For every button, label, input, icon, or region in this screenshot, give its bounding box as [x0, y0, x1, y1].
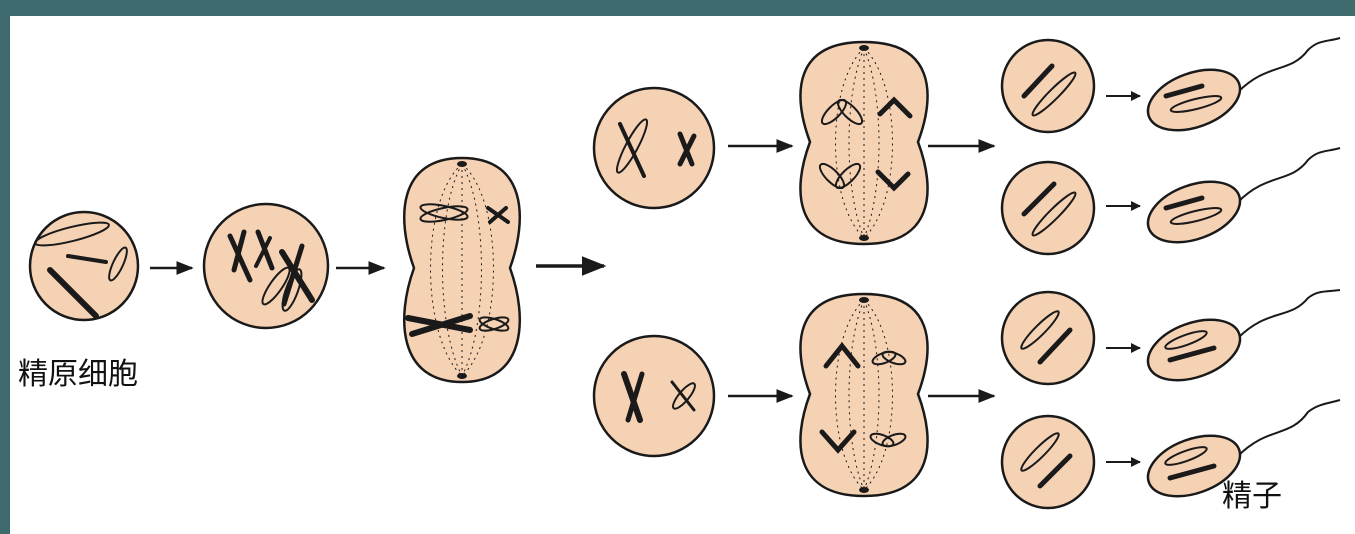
spermatogonium-label: 精原细胞	[18, 360, 138, 390]
spermatid-4	[1002, 416, 1094, 508]
spermatid-3	[1002, 292, 1094, 384]
secondary-spermatocyte-upper	[594, 88, 714, 208]
sperm-1	[1140, 38, 1340, 142]
primary-spermatocyte-cell	[204, 204, 328, 328]
spermatid-1	[1002, 40, 1094, 132]
spermatid-2	[1002, 162, 1094, 254]
spermatogonium-cell	[30, 212, 138, 320]
sperm-label: 精子	[1222, 482, 1282, 512]
meiosis-one-cell	[404, 158, 520, 382]
meiosis-two-lower	[800, 294, 927, 496]
secondary-spermatocyte-lower	[594, 336, 714, 456]
sperm-3	[1140, 290, 1340, 392]
sperm-2	[1140, 148, 1340, 254]
meiosis-two-upper	[800, 42, 927, 244]
